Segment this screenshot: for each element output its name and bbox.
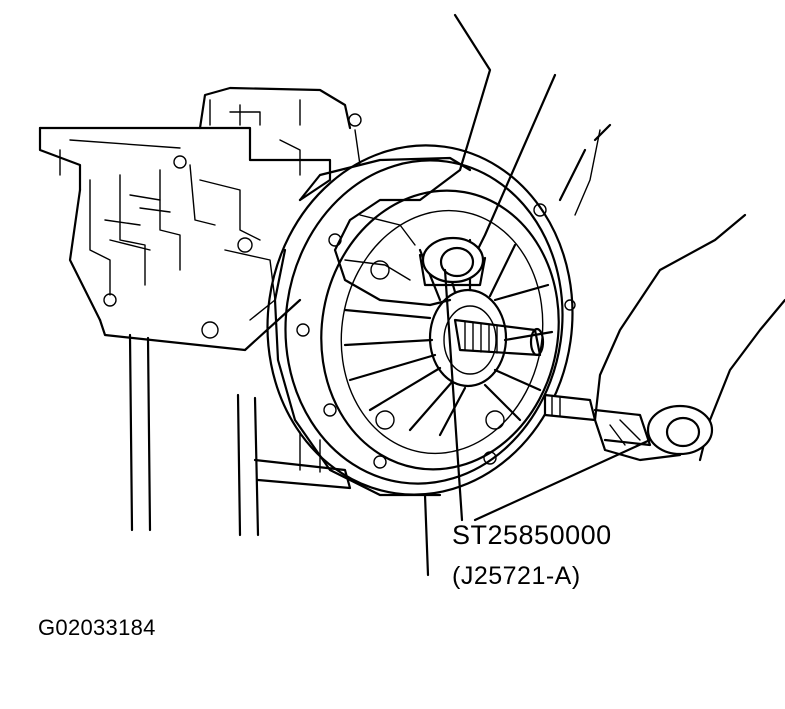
figure-id-label: G02033184 [38, 615, 156, 640]
stand-legs [128, 333, 352, 537]
oil-pump-face [296, 189, 576, 471]
leader-lines [423, 268, 652, 577]
transmission-case [38, 86, 381, 352]
special-tool-upper [418, 236, 487, 287]
input-shaft [453, 318, 545, 357]
tool-alt-number-label: (J25721-A) [452, 562, 581, 590]
pump-housing-flange [266, 144, 574, 497]
tool-number-label: ST25850000 [452, 520, 612, 550]
right-hand [543, 213, 785, 462]
